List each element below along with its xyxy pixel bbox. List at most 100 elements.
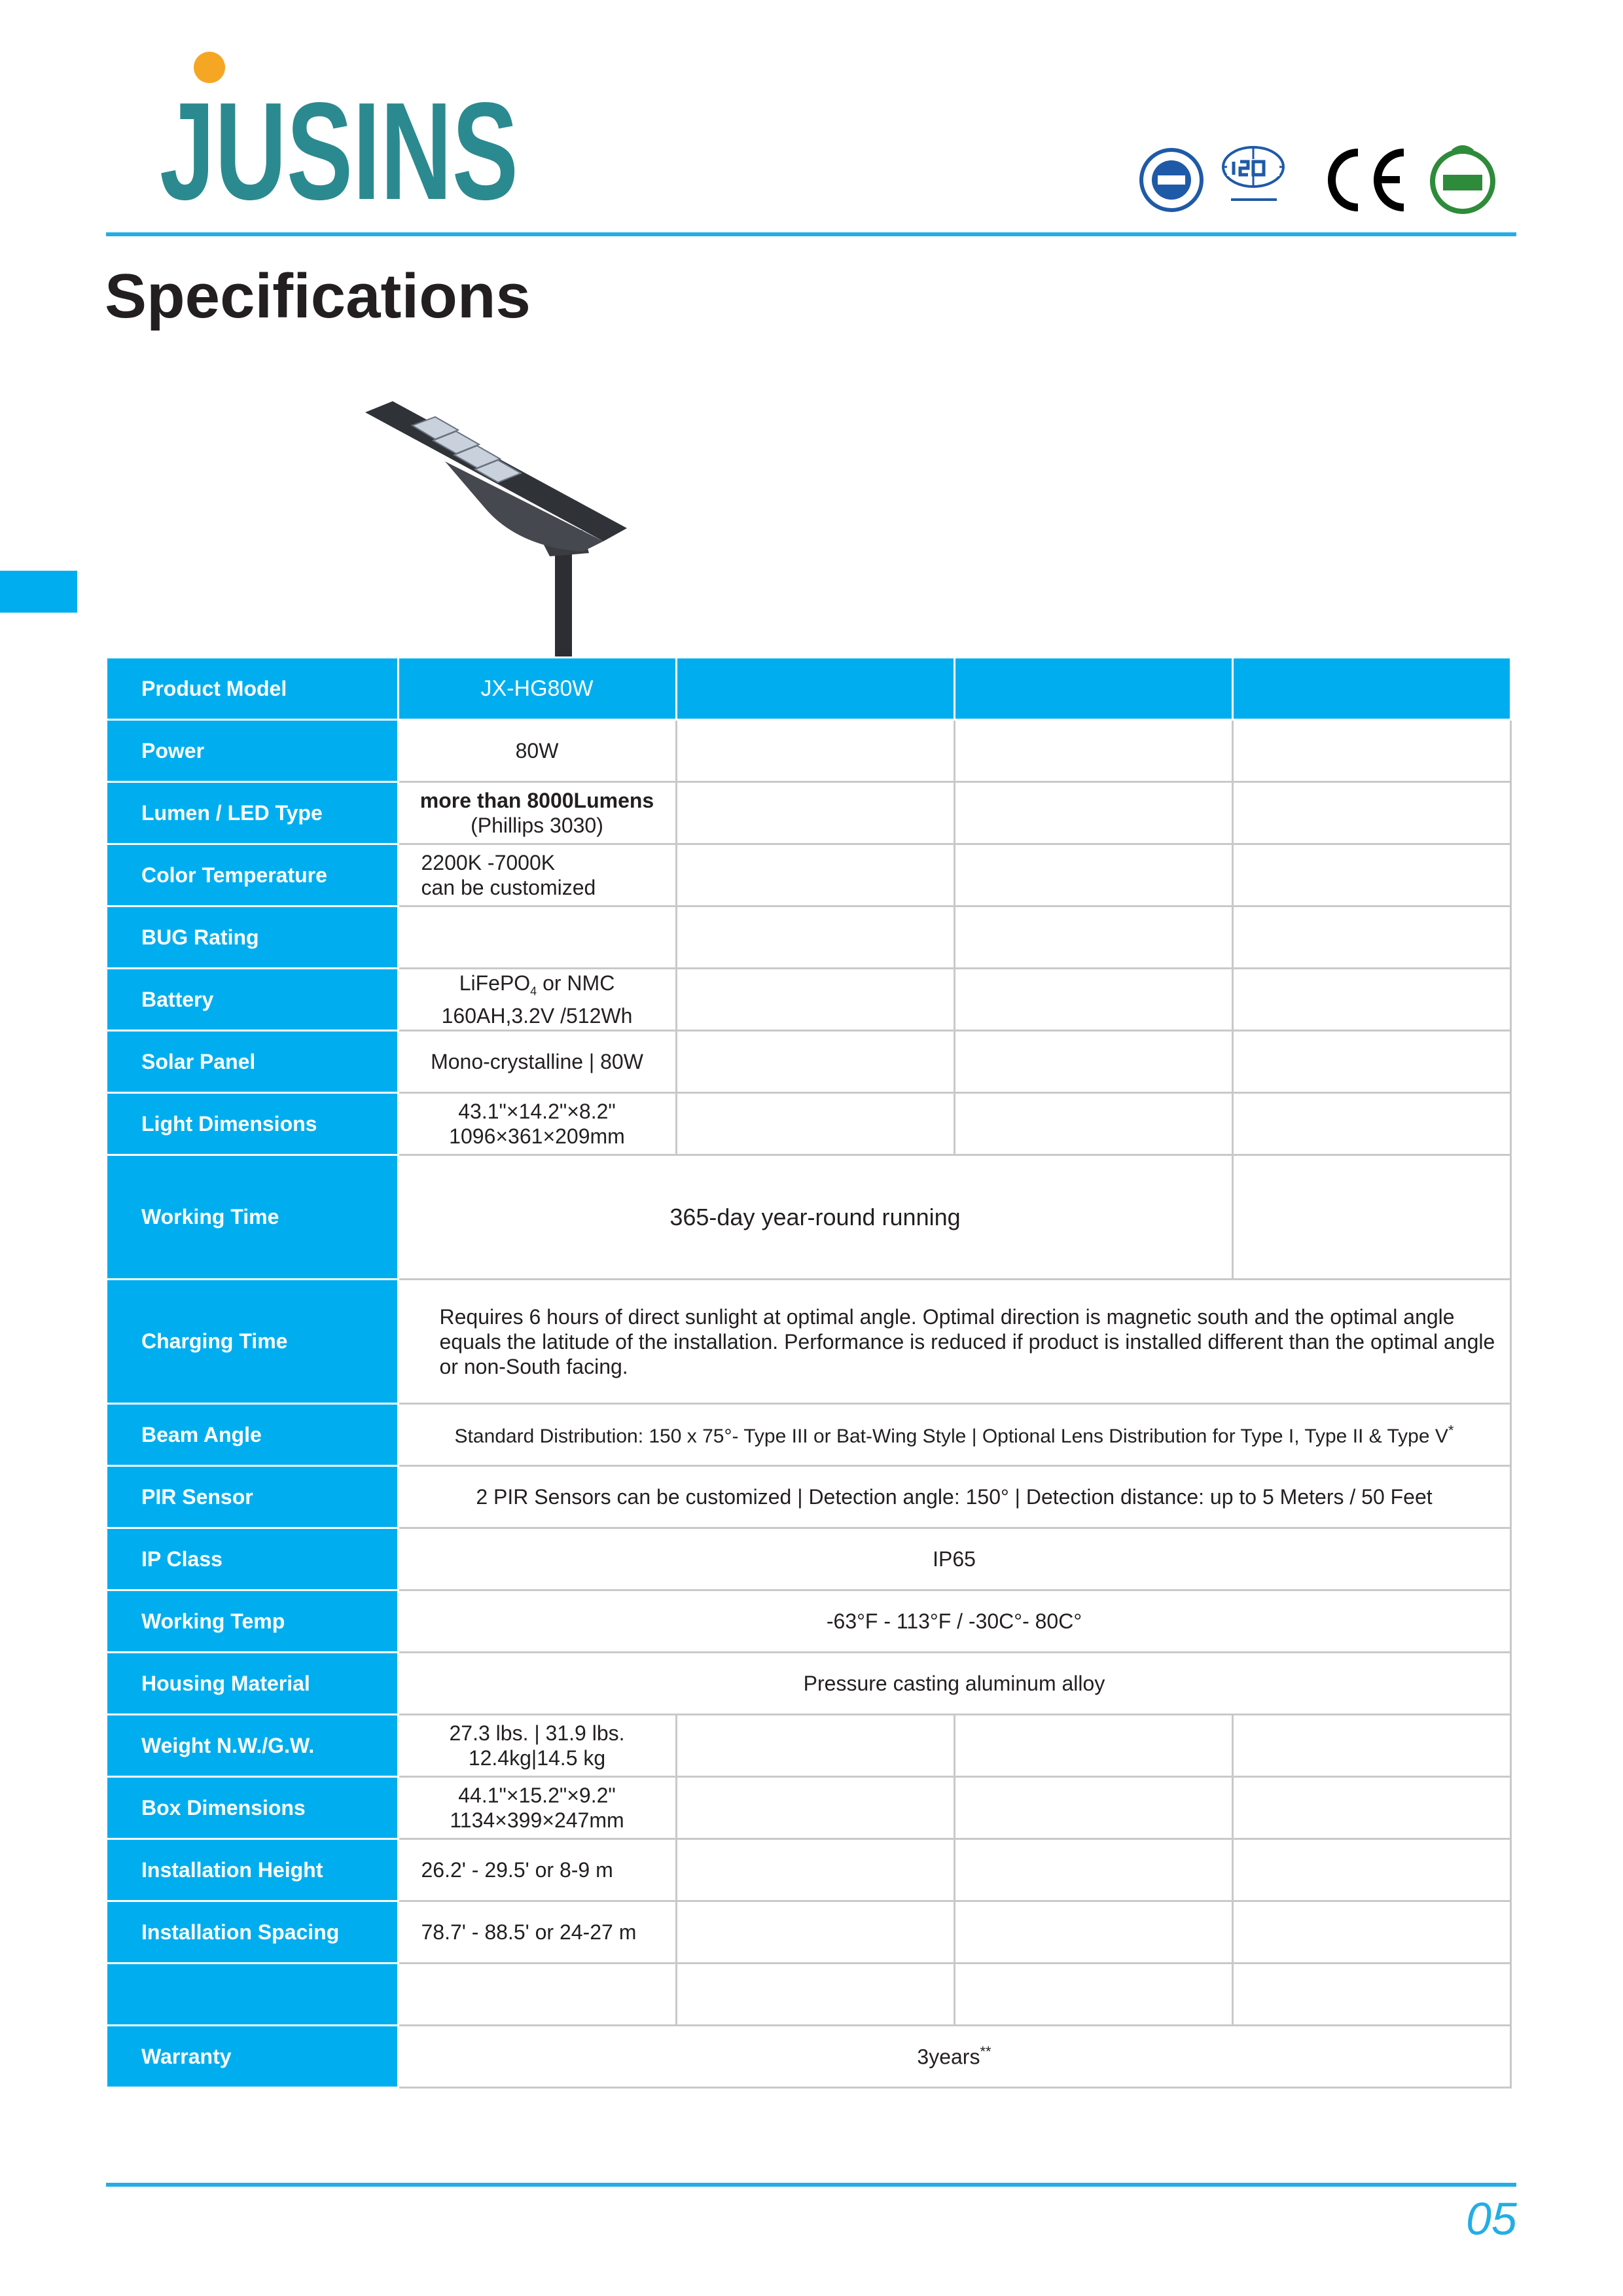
row-label: Power: [107, 719, 399, 783]
empty-cell: [1231, 1154, 1512, 1280]
lamp-pole: [555, 537, 572, 658]
charging-time-value: Requires 6 hours of direct sunlight at o…: [397, 1278, 1512, 1405]
box-dim-line-1: 44.1"×15.2"×9.2": [458, 1784, 616, 1807]
empty-cell: [1231, 1900, 1512, 1964]
beam-angle-value: Standard Distribution: 150 x 75°- Type I…: [397, 1403, 1512, 1467]
rohs-badge: [1430, 145, 1495, 214]
empty-cell: [953, 1776, 1234, 1840]
empty-cell: [953, 781, 1234, 845]
battery-line-2: 160AH,3.2V /512Wh: [441, 1004, 633, 1028]
empty-cell: [953, 656, 1234, 721]
install-height-value: 26.2' - 29.5' or 8-9 m: [397, 1838, 677, 1902]
table-row: Warranty 3years**: [107, 2024, 1512, 2089]
logo-text: JUSINS: [160, 73, 518, 207]
table-row: Beam Angle Standard Distribution: 150 x …: [107, 1403, 1512, 1467]
empty-cell: [953, 1838, 1234, 1902]
empty-cell: [675, 1900, 955, 1964]
empty-cell: [953, 905, 1234, 969]
box-dimensions-value: 44.1"×15.2"×9.2" 1134×399×247mm: [397, 1776, 677, 1840]
table-row: IP Class IP65: [107, 1527, 1512, 1591]
table-row: Box Dimensions 44.1"×15.2"×9.2" 1134×399…: [107, 1776, 1512, 1840]
row-label: BUG Rating: [107, 905, 399, 969]
iso-9001-badge: [1139, 148, 1204, 212]
side-tab: [0, 571, 77, 613]
table-row: [107, 1962, 1512, 2026]
row-label: Lumen / LED Type: [107, 781, 399, 845]
empty-cell: [675, 656, 955, 721]
weight-line-2: 12.4kg|14.5 kg: [468, 1746, 606, 1770]
table-row: Working Time 365-day year-round running: [107, 1154, 1512, 1280]
footer-rule: [106, 2183, 1516, 2187]
color-temp-line-2: can be customized: [421, 876, 596, 899]
empty-cell: [397, 905, 677, 969]
empty-cell: [953, 1030, 1234, 1094]
color-temp-line-1: 2200K -7000K: [421, 851, 556, 874]
certification-badges: [1139, 145, 1495, 214]
empty-cell: [1231, 1962, 1512, 2026]
row-label: Installation Spacing: [107, 1900, 399, 1964]
empty-cell: [675, 781, 955, 845]
table-row: Installation Height 26.2' - 29.5' or 8-9…: [107, 1838, 1512, 1902]
row-label: Color Temperature: [107, 843, 399, 907]
empty-cell: [1231, 843, 1512, 907]
table-row: PIR Sensor 2 PIR Sensors can be customiz…: [107, 1465, 1512, 1529]
empty-cell: [1231, 656, 1512, 721]
empty-cell: [1231, 1030, 1512, 1094]
table-row: Lumen / LED Type more than 8000Lumens (P…: [107, 781, 1512, 845]
working-temp-value: -63°F - 113°F / -30C°- 80C°: [397, 1589, 1512, 1653]
table-row: Battery LiFePO4 or NMC 160AH,3.2V /512Wh: [107, 967, 1512, 1031]
install-spacing-value: 78.7' - 88.5' or 24-27 m: [397, 1900, 677, 1964]
empty-cell: [953, 1900, 1234, 1964]
table-row: Working Temp -63°F - 113°F / -30C°- 80C°: [107, 1589, 1512, 1653]
page-title: Specifications: [105, 261, 531, 331]
weight-value: 27.3 lbs. | 31.9 lbs. 12.4kg|14.5 kg: [397, 1713, 677, 1778]
row-label: Working Time: [107, 1154, 399, 1280]
warranty-value: 3years**: [397, 2024, 1512, 2089]
power-value: 80W: [397, 719, 677, 783]
empty-cell: [1231, 967, 1512, 1031]
row-label: Installation Height: [107, 1838, 399, 1902]
table-row: Charging Time Requires 6 hours of direct…: [107, 1278, 1512, 1405]
empty-cell: [675, 843, 955, 907]
table-row: Power 80W: [107, 719, 1512, 783]
led-modules: [410, 416, 523, 484]
empty-cell: [675, 1776, 955, 1840]
light-dim-line-1: 43.1"×14.2"×8.2": [458, 1100, 616, 1123]
battery-line-1: LiFePO4 or NMC: [459, 971, 615, 998]
empty-cell: [675, 719, 955, 783]
row-label: Battery: [107, 967, 399, 1031]
lumen-line-1: more than 8000Lumens: [419, 789, 654, 812]
row-label: Beam Angle: [107, 1403, 399, 1467]
table-row: Product Model JX-HG80W: [107, 656, 1512, 721]
row-label: PIR Sensor: [107, 1465, 399, 1529]
row-label: Light Dimensions: [107, 1092, 399, 1156]
row-label: Product Model: [107, 656, 399, 721]
row-label: Charging Time: [107, 1278, 399, 1405]
logo-dot: [194, 52, 225, 83]
row-label: Box Dimensions: [107, 1776, 399, 1840]
row-label: Warranty: [107, 2024, 399, 2089]
empty-cell: [1231, 905, 1512, 969]
header-rule: [106, 232, 1516, 236]
empty-cell: [1231, 781, 1512, 845]
table-row: BUG Rating: [107, 905, 1512, 969]
empty-cell: [953, 843, 1234, 907]
row-label: IP Class: [107, 1527, 399, 1591]
battery-value: LiFePO4 or NMC 160AH,3.2V /512Wh: [397, 967, 677, 1031]
empty-cell: [953, 719, 1234, 783]
empty-cell: [953, 1092, 1234, 1156]
row-label: Solar Panel: [107, 1030, 399, 1094]
empty-cell: [675, 905, 955, 969]
product-model-value: JX-HG80W: [397, 656, 677, 721]
light-dim-line-2: 1096×361×209mm: [449, 1124, 625, 1148]
street-light-image: [365, 401, 627, 658]
table-row: Light Dimensions 43.1"×14.2"×8.2" 1096×3…: [107, 1092, 1512, 1156]
light-dimensions-value: 43.1"×14.2"×8.2" 1096×361×209mm: [397, 1092, 677, 1156]
lamp-underbody: [445, 461, 603, 552]
empty-cell: [675, 1092, 955, 1156]
empty-cell: [675, 1030, 955, 1094]
row-label: Housing Material: [107, 1651, 399, 1715]
empty-cell: [675, 1962, 955, 2026]
empty-cell: [1231, 1092, 1512, 1156]
weight-line-1: 27.3 lbs. | 31.9 lbs.: [449, 1721, 625, 1745]
